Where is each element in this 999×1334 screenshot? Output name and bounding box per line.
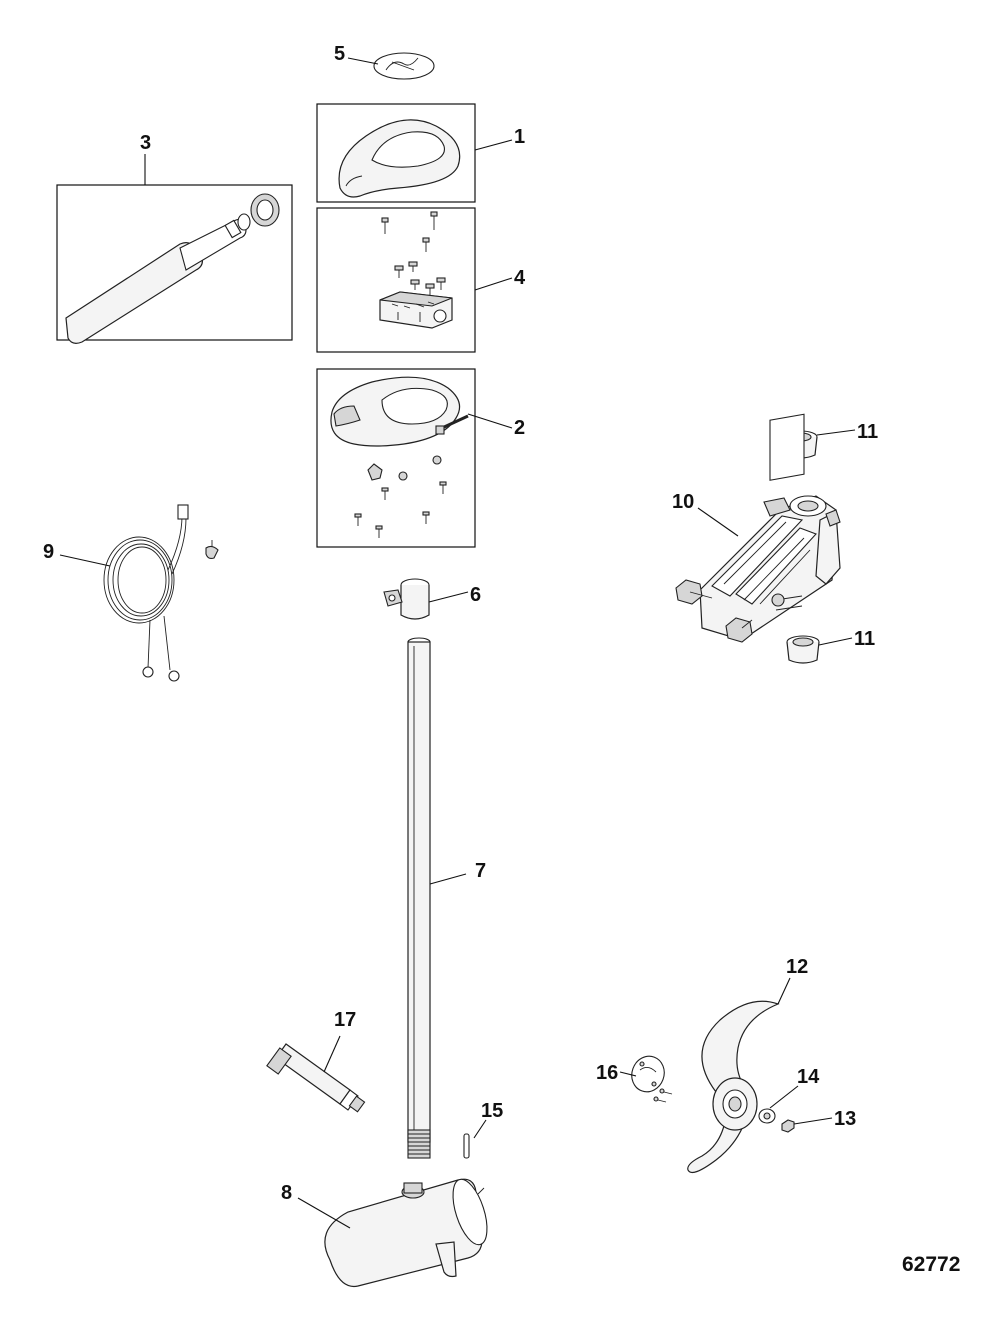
callout-9: 9 (43, 541, 54, 563)
callout-13: 13 (834, 1108, 856, 1130)
callout-11-upper: 11 (857, 421, 878, 443)
part-2-lower-housing: 2 (316, 368, 525, 548)
figure-number: 62772 (902, 1253, 960, 1276)
callout-1: 1 (514, 126, 525, 148)
part-7-shaft: 7 (407, 637, 486, 1159)
part-1-top-cover: 1 (316, 103, 525, 203)
part-10-mount-bracket: 10 (672, 413, 841, 643)
part-12-propeller: 12 (687, 956, 808, 1173)
part-17-grease-tube: 17 (266, 1009, 366, 1113)
callout-14: 14 (797, 1066, 820, 1088)
part-8-motor-housing: 8 (281, 1178, 488, 1288)
part-3-tiller-handle: 3 (56, 132, 293, 344)
screw-group (381, 211, 446, 296)
part-16-retainer-plate: 16 (596, 1055, 673, 1103)
callout-8: 8 (281, 1182, 292, 1204)
callout-7: 7 (475, 860, 486, 882)
part-4-control-module: 4 (316, 207, 526, 353)
part-13-prop-nut: 13 (781, 1108, 856, 1133)
part-6-collar: 6 (383, 578, 481, 620)
callout-10: 10 (672, 491, 694, 513)
callout-5: 5 (334, 43, 345, 65)
part-5-decal: 5 (334, 43, 435, 80)
long-bolt (435, 414, 469, 435)
callout-3: 3 (140, 132, 151, 154)
callout-2: 2 (514, 417, 525, 439)
callout-4: 4 (514, 267, 526, 289)
part-11-bushing-lower: 11 (786, 628, 875, 664)
callout-17: 17 (334, 1009, 356, 1031)
callout-12: 12 (786, 956, 808, 978)
part-15-drive-pin: 15 (463, 1100, 503, 1159)
part-14-washer: 14 (758, 1066, 820, 1124)
callout-15: 15 (481, 1100, 503, 1122)
callout-6: 6 (470, 584, 481, 606)
callout-16: 16 (596, 1062, 618, 1084)
callout-11-lower: 11 (854, 628, 875, 650)
part-9-power-cable: 9 (43, 504, 219, 682)
